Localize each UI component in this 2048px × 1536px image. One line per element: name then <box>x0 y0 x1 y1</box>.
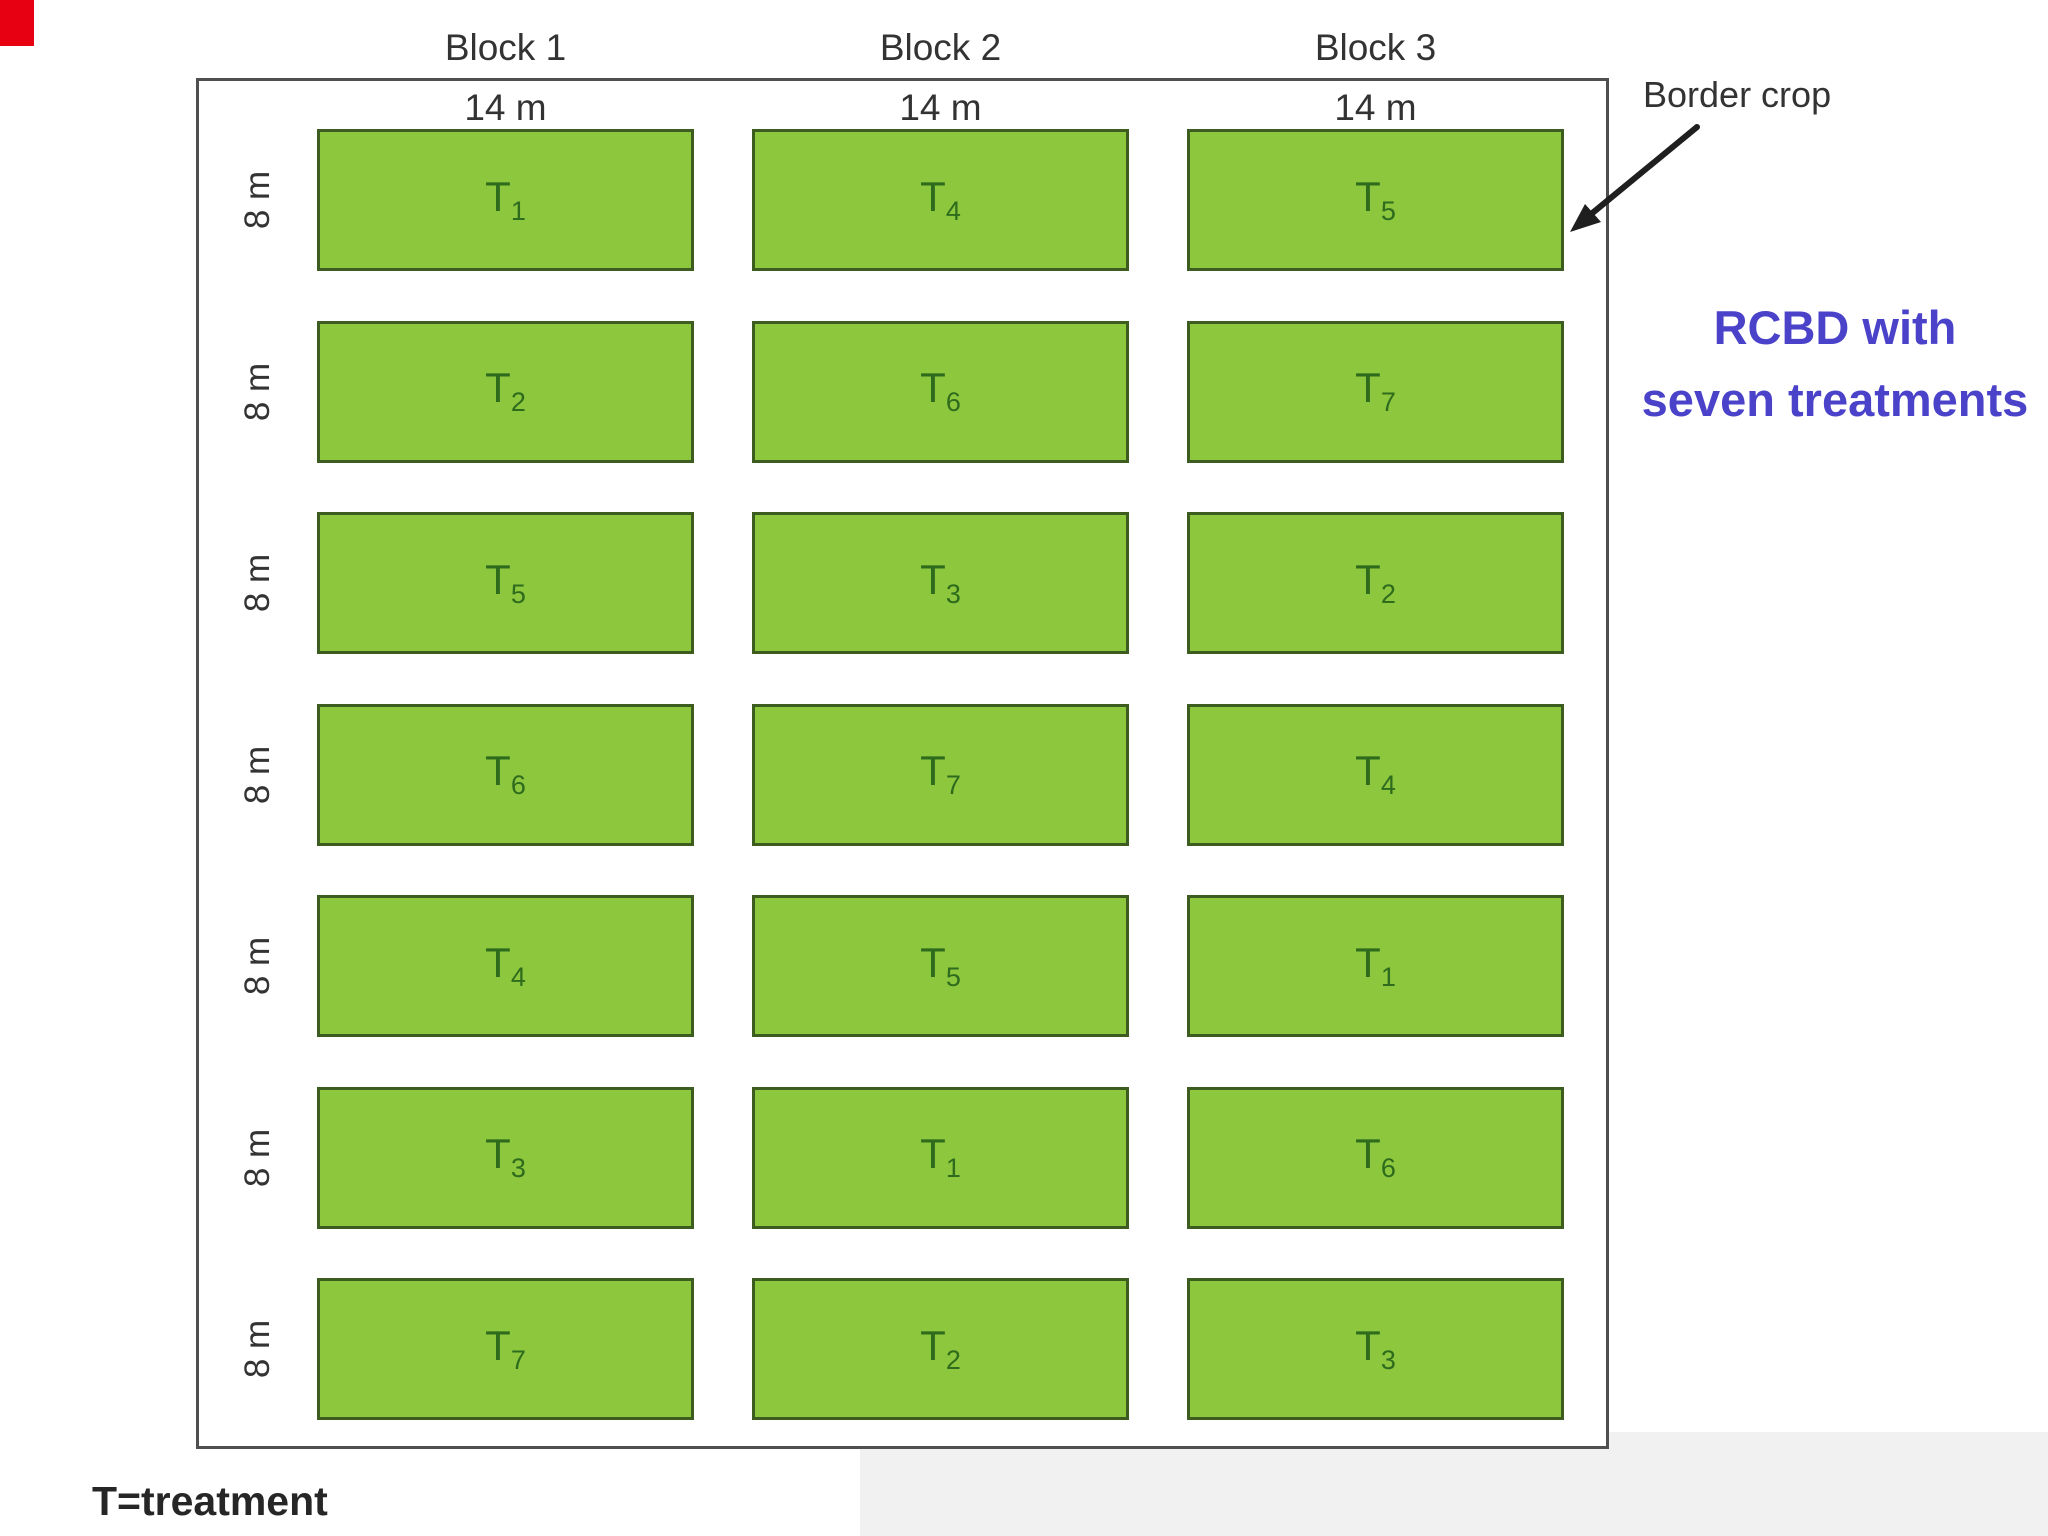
plot-block3-row6: T6 <box>1187 1086 1564 1229</box>
plot-block2-row6: T1 <box>752 1086 1129 1229</box>
plot-block3-row3: T2 <box>1187 512 1564 654</box>
plot-row-4: 8 m T6 T7 T4 <box>199 703 1606 846</box>
rcbd-caption-line1: RCBD with <box>1713 301 1957 354</box>
plot-block1-row6: T3 <box>317 1086 694 1229</box>
plot-grid: 8 m T1 T4 T5 8 m T2 T6 T7 8 m T5 T3 T2 8… <box>199 129 1606 1446</box>
treatment-label: T6 <box>485 747 526 800</box>
plot-block2-row3: T3 <box>752 512 1129 654</box>
plot-block3-row7: T3 <box>1187 1278 1564 1420</box>
plot-block2-row1: T4 <box>752 129 1129 271</box>
treatment-label: T4 <box>920 172 961 226</box>
treatment-label: T5 <box>920 938 961 992</box>
plot-block3-row1: T5 <box>1187 129 1564 271</box>
block-header-3: Block 3 <box>1314 27 1437 68</box>
row7-height-label: 8 m <box>237 1319 277 1379</box>
plot-block1-row5: T4 <box>317 895 694 1037</box>
row1-height-label: 8 m <box>237 170 277 230</box>
rcbd-caption: RCBD with seven treatments <box>1628 292 2042 436</box>
treatment-label: T3 <box>920 555 961 609</box>
treatment-label: T1 <box>920 1130 961 1183</box>
plot-block1-row7: T7 <box>317 1278 694 1420</box>
treatment-label: T3 <box>1355 1321 1396 1375</box>
plot-block1-row3: T5 <box>317 512 694 654</box>
block1-width-label: 14 m <box>464 87 547 128</box>
row4-height-label: 8 m <box>237 745 277 804</box>
plot-block1-row1: T1 <box>317 129 694 271</box>
row7-label-cell: 8 m <box>199 1278 317 1420</box>
treatment-label: T7 <box>920 747 961 800</box>
border-crop-arrow-icon <box>1570 124 1700 232</box>
row5-label-cell: 8 m <box>199 895 317 1037</box>
row4-label-cell: 8 m <box>199 704 317 846</box>
treatment-label: T6 <box>1355 1130 1396 1183</box>
red-corner-fragment <box>0 0 34 46</box>
plot-row-1: 8 m T1 T4 T5 <box>199 129 1606 271</box>
treatment-label: T6 <box>920 364 961 417</box>
treatment-label: T7 <box>485 1321 526 1375</box>
block2-width-label: 14 m <box>899 87 982 128</box>
block-header-1: Block 1 <box>444 27 567 68</box>
treatment-legend: T=treatment <box>92 1478 328 1524</box>
row1-label-cell: 8 m <box>199 129 317 271</box>
row3-height-label: 8 m <box>237 553 277 613</box>
treatment-label: T4 <box>485 938 526 992</box>
treatment-label: T5 <box>485 555 526 609</box>
plot-block2-row2: T6 <box>752 320 1129 463</box>
plot-block3-row4: T4 <box>1187 703 1564 846</box>
plot-row-2: 8 m T2 T6 T7 <box>199 320 1606 463</box>
plot-row-5: 8 m T4 T5 T1 <box>199 895 1606 1037</box>
treatment-label: T1 <box>485 172 526 226</box>
block-width-labels: 14 m 14 m 14 m <box>199 87 1606 129</box>
plot-row-6: 8 m T3 T1 T6 <box>199 1086 1606 1229</box>
treatment-label: T2 <box>920 1321 961 1375</box>
rcbd-caption-line2: seven treatments <box>1641 373 2029 426</box>
row6-height-label: 8 m <box>237 1128 277 1187</box>
block-headers: Block 1 Block 2 Block 3 <box>199 24 1606 72</box>
plot-block1-row4: T6 <box>317 703 694 846</box>
treatment-label: T2 <box>1355 555 1396 609</box>
row2-label-cell: 8 m <box>199 321 317 463</box>
bottom-grey-strip <box>860 1432 2048 1536</box>
plot-block2-row4: T7 <box>752 703 1129 846</box>
row6-label-cell: 8 m <box>199 1087 317 1229</box>
plot-block1-row2: T2 <box>317 320 694 463</box>
plot-block2-row5: T5 <box>752 895 1129 1037</box>
row5-height-label: 8 m <box>237 936 277 996</box>
plot-block3-row5: T1 <box>1187 895 1564 1037</box>
row2-height-label: 8 m <box>237 362 277 421</box>
block3-width-label: 14 m <box>1334 87 1417 128</box>
row3-label-cell: 8 m <box>199 512 317 654</box>
experiment-field: 14 m 14 m 14 m 8 m T1 T4 T5 8 m T2 T6 T7… <box>196 78 1609 1449</box>
treatment-label: T7 <box>1355 364 1396 417</box>
treatment-label: T1 <box>1355 938 1396 992</box>
plot-row-3: 8 m T5 T3 T2 <box>199 512 1606 654</box>
treatment-label: T3 <box>485 1130 526 1183</box>
plot-block3-row2: T7 <box>1187 320 1564 463</box>
treatment-label: T4 <box>1355 747 1396 800</box>
plot-block2-row7: T2 <box>752 1278 1129 1420</box>
treatment-label: T2 <box>485 364 526 417</box>
block-header-2: Block 2 <box>879 27 1002 68</box>
plot-row-7: 8 m T7 T2 T3 <box>199 1278 1606 1420</box>
treatment-label: T5 <box>1355 172 1396 226</box>
border-crop-label: Border crop <box>1643 74 1832 115</box>
